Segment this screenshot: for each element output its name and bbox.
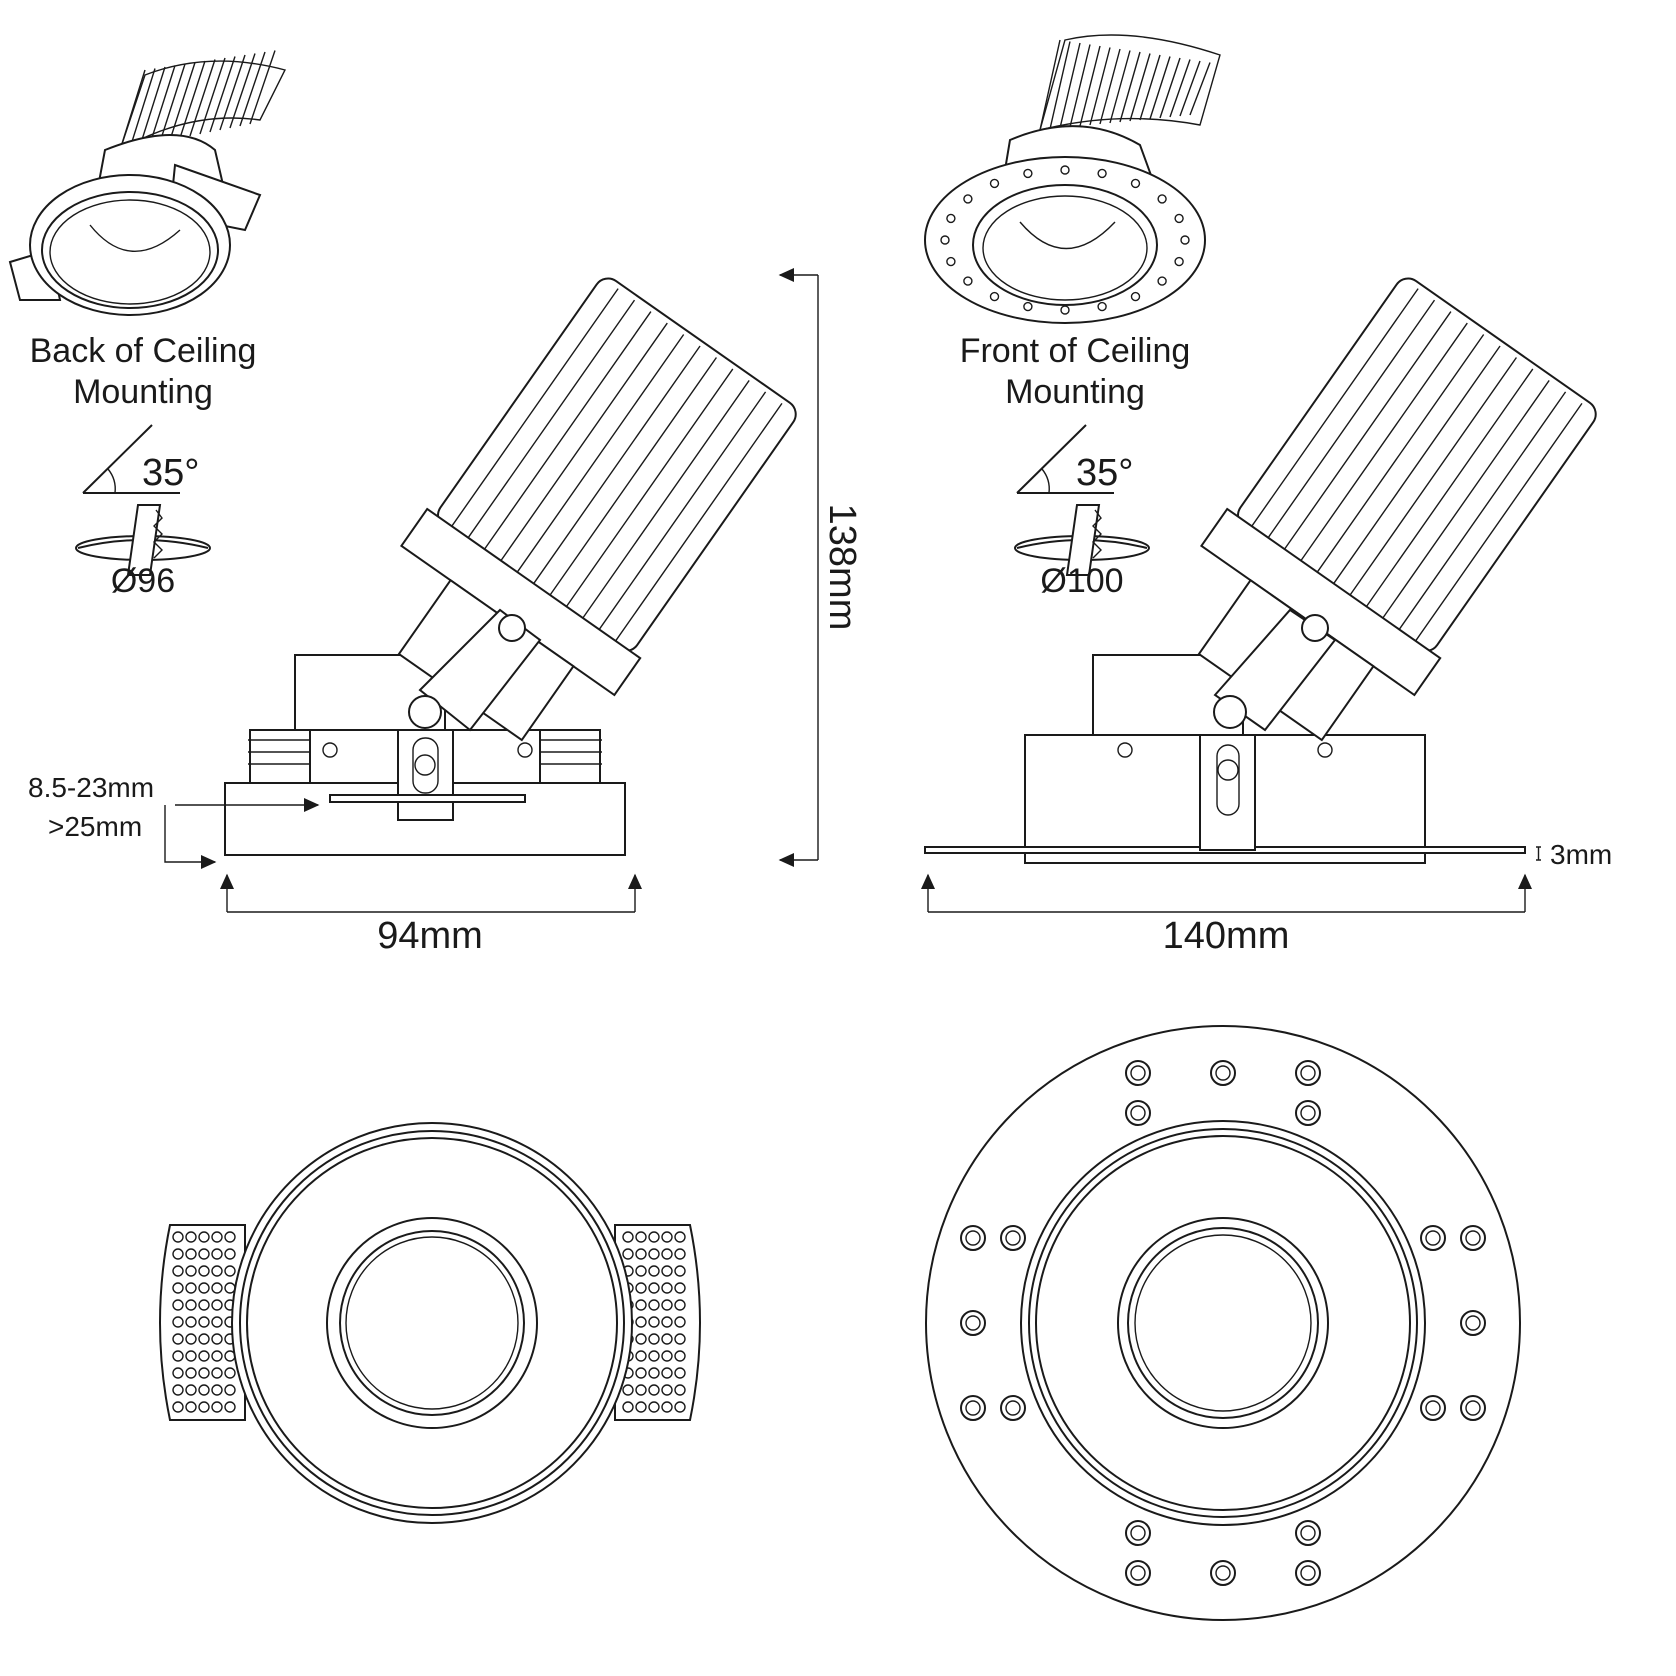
back-mount-label-line2: Mounting bbox=[73, 373, 213, 411]
dimension-lines bbox=[164, 268, 1541, 913]
front-mount-side-view bbox=[924, 277, 1597, 864]
front-mount-plan-view bbox=[925, 1025, 1521, 1621]
tilt-angle-symbol-right bbox=[1016, 424, 1114, 494]
tilt-angle-left: 35° bbox=[142, 452, 199, 494]
front-mount-perspective-illustration bbox=[924, 34, 1221, 324]
cutout-diameter-symbol-left bbox=[75, 504, 211, 576]
height-dimension: 138mm bbox=[821, 504, 863, 631]
cutout-diameter-left: Ø96 bbox=[111, 562, 175, 600]
cutout-diameter-right: Ø100 bbox=[1040, 562, 1123, 600]
ceiling-thickness-alt: >25mm bbox=[48, 811, 142, 842]
width-dimension-left: 94mm bbox=[377, 915, 483, 957]
back-mount-side-view bbox=[224, 277, 797, 856]
front-mount-label-line2: Mounting bbox=[1005, 373, 1145, 411]
tilt-angle-symbol-left bbox=[82, 424, 180, 494]
cutout-diameter-symbol-right bbox=[1014, 504, 1150, 576]
back-mount-perspective-illustration bbox=[8, 50, 287, 316]
front-mount-label-line1: Front of Ceiling bbox=[960, 332, 1191, 370]
flange-thickness: 3mm bbox=[1550, 839, 1612, 870]
ceiling-thickness-range: 8.5-23mm bbox=[28, 772, 154, 803]
width-dimension-right: 140mm bbox=[1163, 915, 1290, 957]
back-mount-plan-view bbox=[159, 1122, 701, 1524]
tilt-angle-right: 35° bbox=[1076, 452, 1133, 494]
back-mount-label-line1: Back of Ceiling bbox=[30, 332, 257, 370]
